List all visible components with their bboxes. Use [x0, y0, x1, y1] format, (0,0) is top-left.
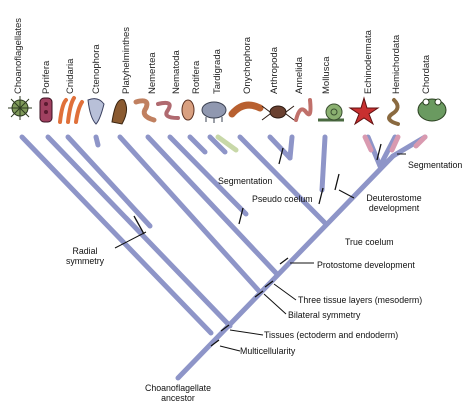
cnidaria-illustration — [58, 96, 84, 124]
branch-mollusca — [319, 134, 328, 193]
mollusc-illustration — [318, 103, 344, 122]
nematode-illustration — [156, 100, 180, 120]
nemertea-illustration — [133, 98, 157, 123]
branch-porifera — [45, 134, 233, 329]
deuterostome-label-line1: Deuterostome — [366, 193, 422, 203]
branch-ctenophora — [93, 134, 101, 148]
hemichordate-illustration — [387, 98, 400, 126]
frog-illustration — [417, 98, 447, 122]
radial-symmetry-line1: Radial — [72, 246, 98, 256]
ancestor-label: Choanoflagellate ancestor — [128, 383, 228, 403]
radial-symmetry-line2: symmetry — [65, 256, 105, 266]
branch-nematoda — [167, 134, 249, 217]
branch-nemertea — [145, 134, 279, 276]
branch-choanoflagellates — [19, 134, 214, 336]
leader-lines — [114, 153, 406, 352]
tissues-label: Tissues (ectoderm and endoderm) — [264, 330, 399, 340]
main-trunk — [175, 153, 396, 381]
radial-symmetry-label: Radial symmetry — [52, 246, 118, 266]
three-tissue-layers-label: Three tissue layers (mesoderm) — [298, 295, 423, 305]
branch-tardigrada — [207, 134, 228, 155]
deuterostome-label: Deuterostome development — [354, 193, 434, 213]
branch-echinodermata — [365, 134, 383, 169]
multicellularity-label: Multicellularity — [240, 346, 296, 356]
flatworm-illustration — [111, 98, 128, 125]
segmentation-chordata-label: Segmentation — [408, 160, 463, 170]
rotifer-illustration — [181, 99, 195, 121]
choanoflagellate-illustration — [8, 96, 32, 120]
tardigrade-illustration — [201, 101, 227, 123]
branch-annelida — [287, 134, 295, 161]
branch-tip — [413, 134, 428, 149]
character-ticks — [133, 143, 382, 347]
branch-tip — [362, 134, 374, 153]
sponge-illustration — [39, 97, 53, 123]
onychophora-illustration — [228, 101, 264, 118]
ancestor-label-line1: Choanoflagellate — [144, 383, 212, 393]
branch-arthropoda — [267, 134, 293, 161]
branch-platyhelminthes — [117, 134, 262, 294]
branch-onychophora — [237, 134, 329, 227]
echinoderm-illustration — [348, 96, 380, 126]
branch-rotifera — [187, 134, 208, 155]
bilateral-symmetry-label: Bilateral symmetry — [288, 310, 361, 320]
true-coelum-label: True coelum — [345, 237, 394, 247]
branch-tip — [215, 134, 239, 153]
arthropod-illustration — [261, 105, 295, 121]
ctenophore-illustration — [87, 98, 105, 125]
annelid-illustration — [294, 98, 313, 122]
protostome-label: Protostome development — [317, 260, 415, 270]
segmentation-arthropod-label: Segmentation — [218, 176, 273, 186]
branch-cnidaria — [65, 134, 153, 229]
ancestor-label-line2: ancestor — [161, 393, 195, 403]
branch-tip — [389, 134, 401, 153]
branch-hemichordata — [377, 134, 398, 169]
pseudo-coelum-label: Pseudo coelum — [252, 194, 313, 204]
deuterostome-label-line2: development — [368, 203, 420, 213]
